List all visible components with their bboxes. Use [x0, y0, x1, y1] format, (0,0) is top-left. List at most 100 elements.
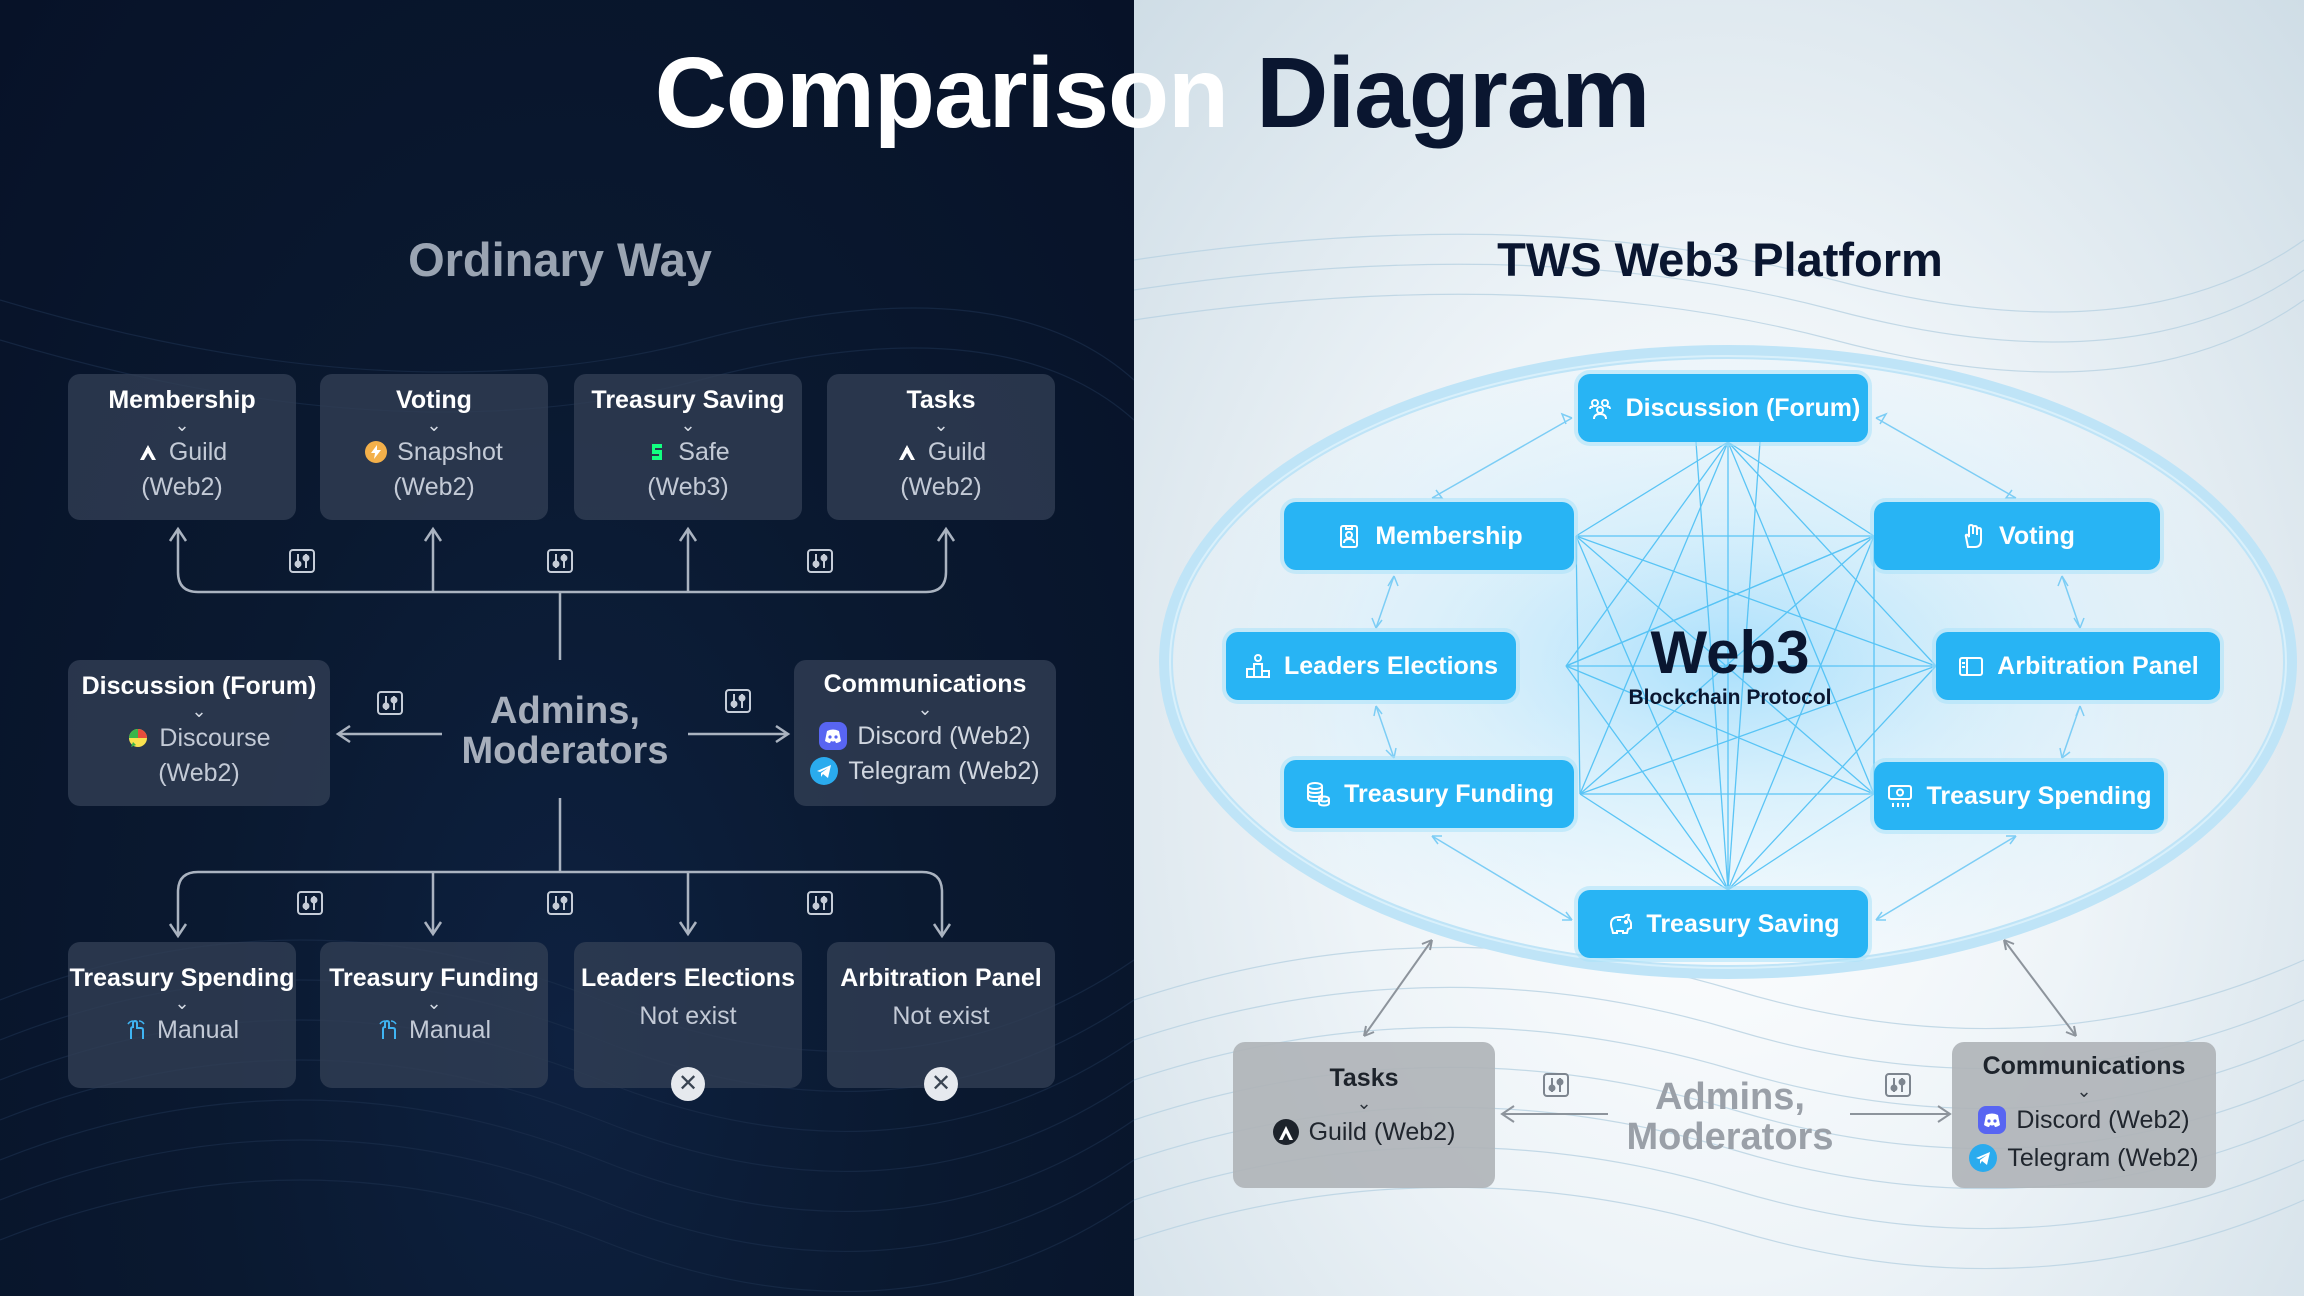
card-voting: Voting ⌄ Snapshot (Web2) [320, 374, 548, 520]
communication-item: Discord (Web2) [857, 722, 1031, 750]
card-membership: Membership ⌄ Guild (Web2) [68, 374, 296, 520]
card-title: Voting [396, 386, 472, 414]
telegram-icon [810, 757, 839, 785]
card-tasks-external: Tasks ⌄ Guild (Web2) [1233, 1042, 1495, 1188]
settings-toggle-icon [297, 891, 323, 915]
discord-icon [1978, 1106, 2007, 1134]
podium-icon [1246, 654, 1270, 678]
snapshot-icon [365, 441, 388, 463]
card-arbitration-panel: Arbitration Panel Not exist [827, 942, 1055, 1088]
node-treasury-saving: Treasury Saving [1578, 890, 1868, 958]
admins-moderators-label: Admins,Moderators [1626, 1076, 1834, 1158]
tool-name: Guild [168, 438, 228, 466]
card-value: Not exist [892, 1002, 990, 1030]
card-title: Treasury Spending [69, 964, 295, 992]
card-value: Not exist [639, 1002, 737, 1030]
outer-connectors [1371, 412, 2085, 921]
card-treasury-spending: Treasury Spending ⌄ Manual [68, 942, 296, 1088]
settings-toggle-icon [1885, 1073, 1911, 1097]
coins-icon [1307, 782, 1331, 807]
panel-icon [1959, 657, 1984, 676]
card-title: Tasks [1329, 1064, 1399, 1092]
card-title: Membership [108, 386, 256, 414]
piggy-bank-icon [1610, 913, 1633, 934]
guild-icon [139, 445, 156, 460]
web3-core-title: Web3 [1650, 619, 1810, 686]
tool-type: (Web2) [158, 759, 240, 787]
card-leaders-elections: Leaders Elections Not exist [574, 942, 802, 1088]
mesh-lines [1565, 441, 1937, 891]
settings-toggle-icon [289, 549, 315, 573]
chevron-down-icon: ⌄ [933, 415, 949, 435]
guild-icon [898, 445, 915, 460]
discourse-icon [129, 729, 148, 747]
hand-icon [1964, 523, 1983, 548]
chevron-down-icon: ⌄ [191, 701, 207, 721]
tool-name: Guild (Web2) [1308, 1118, 1456, 1146]
node-label: Arbitration Panel [1997, 651, 2199, 680]
node-voting: Voting [1874, 502, 2160, 570]
card-treasury-funding: Treasury Funding ⌄ Manual [320, 942, 548, 1088]
telegram-icon [1969, 1144, 1998, 1172]
tool-type: (Web2) [141, 473, 223, 501]
node-label: Treasury Saving [1646, 909, 1840, 938]
card-title: Discussion (Forum) [81, 672, 317, 700]
card-title: Communications [1982, 1052, 2186, 1080]
settings-toggle-icon [725, 689, 751, 713]
settings-toggle-icon [547, 891, 573, 915]
card-value: Manual [409, 1016, 491, 1044]
tool-type: (Web2) [393, 473, 475, 501]
chevron-down-icon: ⌄ [174, 415, 190, 435]
chevron-down-icon: ⌄ [426, 415, 442, 435]
card-treasury-saving: Treasury Saving ⌄ Safe (Web3) [574, 374, 802, 520]
node-label: Discussion (Forum) [1625, 393, 1861, 422]
node-discussion-forum: Discussion (Forum) [1578, 374, 1868, 442]
node-treasury-funding: Treasury Funding [1284, 760, 1574, 828]
node-treasury-spending: Treasury Spending [1874, 762, 2164, 830]
node-label: Treasury Spending [1926, 781, 2152, 810]
node-arbitration-panel: Arbitration Panel [1936, 632, 2220, 700]
node-membership: Membership [1284, 502, 1574, 570]
node-label: Membership [1375, 521, 1523, 550]
node-label: Voting [1999, 521, 2075, 550]
safe-icon [652, 444, 663, 460]
card-title: Arbitration Panel [840, 964, 1042, 992]
communication-item: Discord (Web2) [2016, 1106, 2190, 1134]
people-icon [1588, 399, 1611, 420]
admins-moderators-label: Admins,Moderators [461, 690, 669, 772]
card-title: Leaders Elections [581, 964, 795, 992]
settings-toggle-icon [807, 891, 833, 915]
title-word-2: Diagram [1256, 37, 1650, 149]
chevron-down-icon: ⌄ [2076, 1081, 2092, 1101]
bottom-connectors [1363, 939, 2077, 1123]
tool-type: (Web3) [647, 473, 729, 501]
tool-name: Safe [678, 438, 730, 466]
card-title: Communications [823, 670, 1027, 698]
hand-icon [127, 1019, 145, 1039]
chevron-down-icon: ⌄ [174, 993, 190, 1013]
tool-type: (Web2) [900, 473, 982, 501]
settings-toggle-icon [1543, 1073, 1569, 1097]
tool-name: Guild [927, 438, 987, 466]
tool-name: Discourse [159, 724, 271, 752]
card-title: Tasks [906, 386, 976, 414]
close-icon: ✕ [671, 1067, 705, 1101]
badge-icon [1340, 525, 1359, 548]
settings-toggle-icon [377, 691, 403, 715]
close-icon: ✕ [924, 1067, 958, 1101]
node-label: Leaders Elections [1284, 651, 1498, 680]
settings-toggle-icon [807, 549, 833, 573]
card-value: Manual [157, 1016, 239, 1044]
chevron-down-icon: ⌄ [680, 415, 696, 435]
guild-icon [1272, 1119, 1299, 1145]
chevron-down-icon: ⌄ [426, 993, 442, 1013]
card-communications: Communications ⌄ Discord (Web2) Telegram… [794, 660, 1056, 806]
web3-core-subtitle: Blockchain Protocol [1628, 686, 1832, 709]
card-title: Treasury Funding [329, 964, 539, 992]
node-leaders-elections: Leaders Elections [1226, 632, 1516, 700]
tool-name: Snapshot [397, 438, 503, 466]
hand-icon [379, 1019, 397, 1039]
right-subtitle: TWS Web3 Platform [1497, 233, 1943, 286]
settings-toggle-icon [547, 549, 573, 573]
